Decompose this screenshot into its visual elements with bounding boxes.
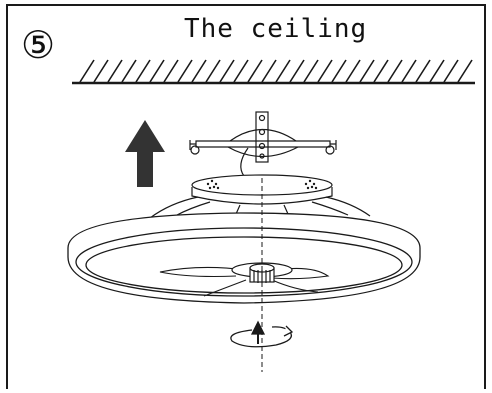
diagram-frame (6, 4, 486, 389)
mounting-bracket (189, 111, 337, 163)
wire (240, 147, 249, 177)
rotate-arrow-icon (230, 320, 294, 348)
hatch-stroke (219, 59, 235, 83)
hatch-stroke (373, 59, 389, 83)
hatch-stroke (93, 59, 109, 83)
hatch-stroke (275, 59, 291, 83)
step-number: ⑤ (20, 23, 56, 67)
hatch-stroke (233, 59, 249, 83)
hatch-stroke (149, 59, 165, 83)
hatch-stroke (289, 59, 305, 83)
hatch-stroke (415, 59, 431, 83)
hatch-stroke (135, 59, 151, 83)
hatch-stroke (121, 59, 137, 83)
hatch-stroke (457, 59, 473, 83)
hatch-stroke (261, 59, 277, 83)
ceiling-hatch (72, 59, 475, 85)
hatch-stroke (247, 59, 263, 83)
hatch-stroke (303, 59, 319, 83)
ceiling-label: The ceiling (184, 14, 368, 44)
hatch-stroke (205, 59, 221, 83)
hatch-stroke (429, 59, 445, 83)
hatch-stroke (317, 59, 333, 83)
up-arrow-icon (125, 120, 165, 187)
hatch-stroke (387, 59, 403, 83)
hatch-stroke (359, 59, 375, 83)
hatch-stroke (163, 59, 179, 83)
hatch-stroke (401, 59, 417, 83)
hatch-stroke (107, 59, 123, 83)
fan-blades (159, 266, 330, 297)
hatch-stroke (345, 59, 361, 83)
hatch-stroke (443, 59, 459, 83)
hatch-stroke (331, 59, 347, 83)
fan-ring (67, 212, 421, 304)
hatch-stroke (177, 59, 193, 83)
hatch-stroke (79, 59, 95, 83)
hatch-stroke (191, 59, 207, 83)
